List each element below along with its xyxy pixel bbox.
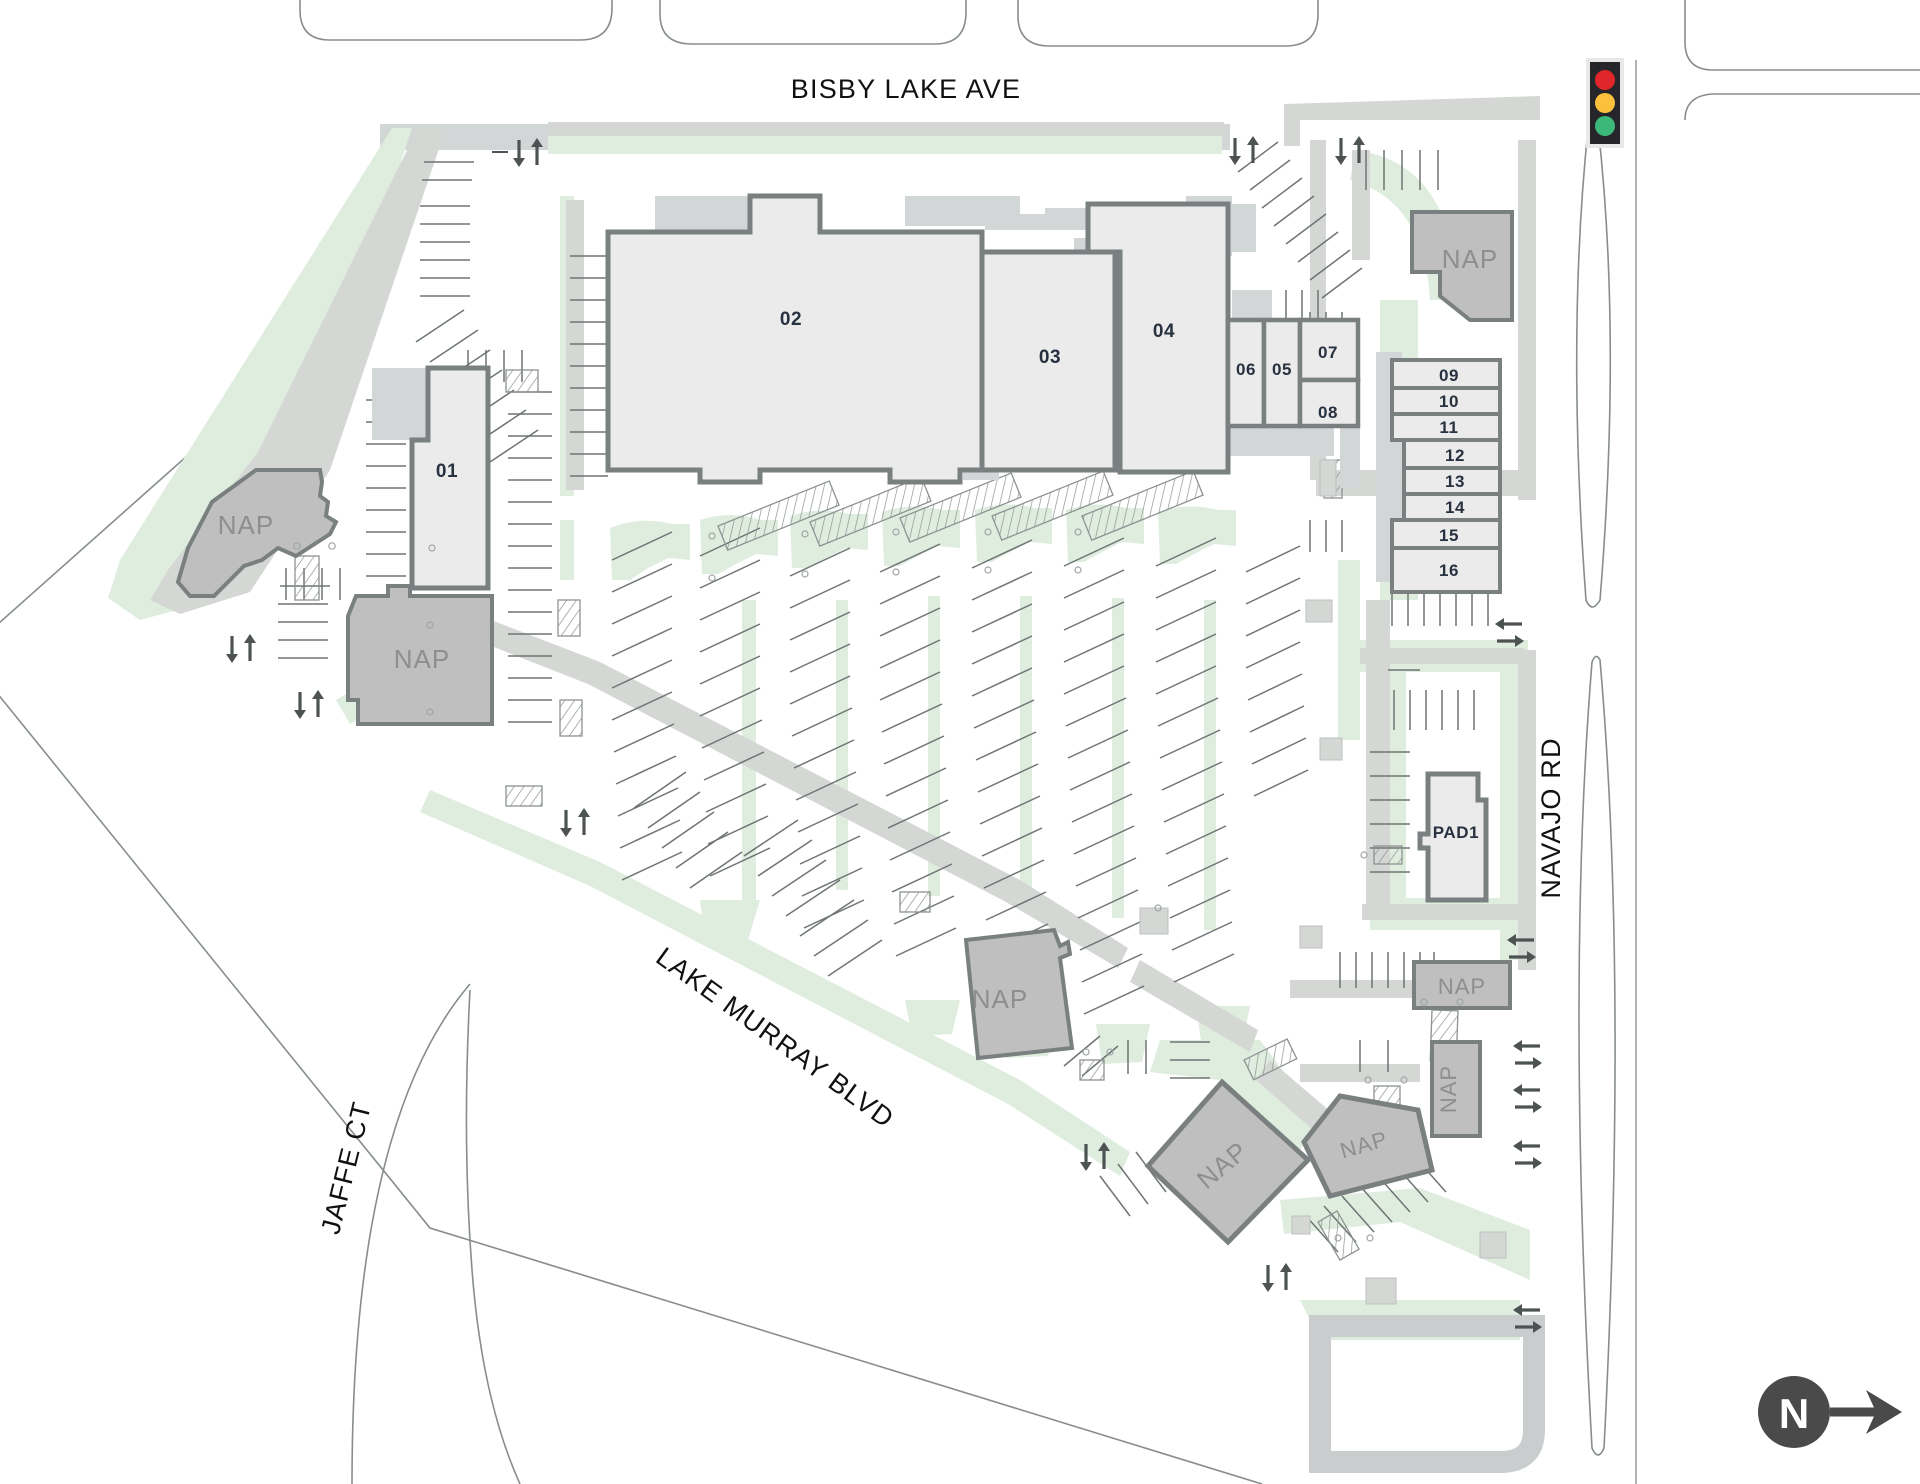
tree-symbols (293, 528, 1464, 1242)
site-features (1139, 459, 1507, 1305)
access-arrow-w2 (294, 690, 324, 719)
access-arrow-s2 (1262, 1263, 1292, 1292)
access-arrow-s1 (1080, 1142, 1110, 1171)
building-label-07: 07 (1318, 343, 1338, 362)
suite-cluster-05-08[interactable]: 06 05 07 08 (1225, 317, 1361, 429)
suite-16[interactable] (1390, 546, 1502, 594)
suite-label-16: 16 (1439, 561, 1459, 580)
nap-parcel-southwest[interactable]: NAP (346, 584, 494, 726)
nap-parcel-southeast-pent[interactable]: NAP (1301, 1093, 1435, 1199)
nap-parcel-east-1[interactable]: NAP (1412, 960, 1512, 1010)
access-arrow-e6 (1513, 1304, 1542, 1333)
access-arrow-n2 (1335, 136, 1365, 165)
signal-amber-light (1595, 93, 1615, 113)
nap-parcels: NAP NAP NAP NAP NAP NAP NAP (175, 210, 1514, 1246)
building-02[interactable]: 02 (605, 193, 985, 485)
building-pad1[interactable]: PAD1 (1417, 771, 1489, 903)
building-label-pad1: PAD1 (1433, 823, 1480, 842)
nap-label-east-1: NAP (1438, 974, 1486, 999)
nap-parcel-center-south[interactable]: NAP (963, 927, 1075, 1061)
building-label-05: 05 (1272, 360, 1292, 379)
access-arrow-e2 (1507, 934, 1536, 963)
street-label-navajo-rd: NAVAJO RD (1536, 737, 1566, 898)
shop-strip-09-16[interactable]: 09 10 11 12 13 14 15 16 (1390, 358, 1502, 594)
suite-label-13: 13 (1445, 472, 1465, 491)
building-label-02: 02 (780, 309, 802, 330)
access-arrow-e5 (1513, 1140, 1542, 1169)
building-03[interactable]: 03 (979, 249, 1118, 473)
building-05[interactable] (1261, 317, 1303, 429)
signal-green-light (1595, 116, 1615, 136)
building-label-04: 04 (1153, 321, 1175, 342)
access-arrow-e1 (1495, 618, 1524, 647)
suite-12[interactable] (1402, 438, 1502, 470)
nap-label-ne: NAP (1442, 244, 1498, 274)
suite-label-11: 11 (1439, 418, 1458, 437)
suite-label-14: 14 (1445, 498, 1465, 517)
nap-parcel-southeast-large[interactable]: NAP (1144, 1078, 1312, 1246)
access-arrow-nw (492, 138, 543, 167)
building-label-08: 08 (1318, 403, 1338, 422)
nap-parcel-east-2[interactable]: NAP (1430, 1040, 1482, 1138)
signal-red-light (1595, 70, 1615, 90)
access-arrow-e3 (1513, 1040, 1542, 1069)
nap-label-southwest: NAP (394, 644, 450, 674)
north-arrow: N (1758, 1376, 1902, 1448)
compass-circle (1758, 1376, 1830, 1448)
street-label-bisby-lake-ave: BISBY LAKE AVE (791, 74, 1021, 104)
access-arrow-n1 (1229, 136, 1259, 165)
nap-label-east-2: NAP (1436, 1065, 1461, 1113)
nap-parcel-ne[interactable]: NAP (1410, 210, 1514, 322)
nap-parcel-west[interactable]: NAP (175, 468, 339, 598)
access-arrow-sw (560, 808, 590, 837)
nap-label-center-south: NAP (972, 984, 1028, 1014)
suite-label-10: 10 (1439, 392, 1459, 411)
access-arrow-w1 (226, 634, 256, 663)
access-arrow-e4 (1513, 1084, 1542, 1113)
building-08[interactable] (1297, 377, 1361, 429)
building-label-03: 03 (1039, 347, 1061, 368)
compass-arrow-head (1866, 1390, 1902, 1434)
suite-label-09: 09 (1439, 366, 1459, 385)
compass-letter-n: N (1779, 1390, 1809, 1437)
suite-label-12: 12 (1445, 446, 1465, 465)
traffic-signal[interactable] (1586, 58, 1624, 148)
suite-10[interactable] (1390, 386, 1502, 416)
building-04[interactable]: 04 (1085, 201, 1231, 475)
nap-label-west: NAP (218, 510, 274, 540)
building-label-06: 06 (1236, 360, 1256, 379)
building-label-01: 01 (436, 461, 458, 482)
access-arrows (226, 136, 1542, 1333)
suite-label-15: 15 (1439, 526, 1459, 545)
